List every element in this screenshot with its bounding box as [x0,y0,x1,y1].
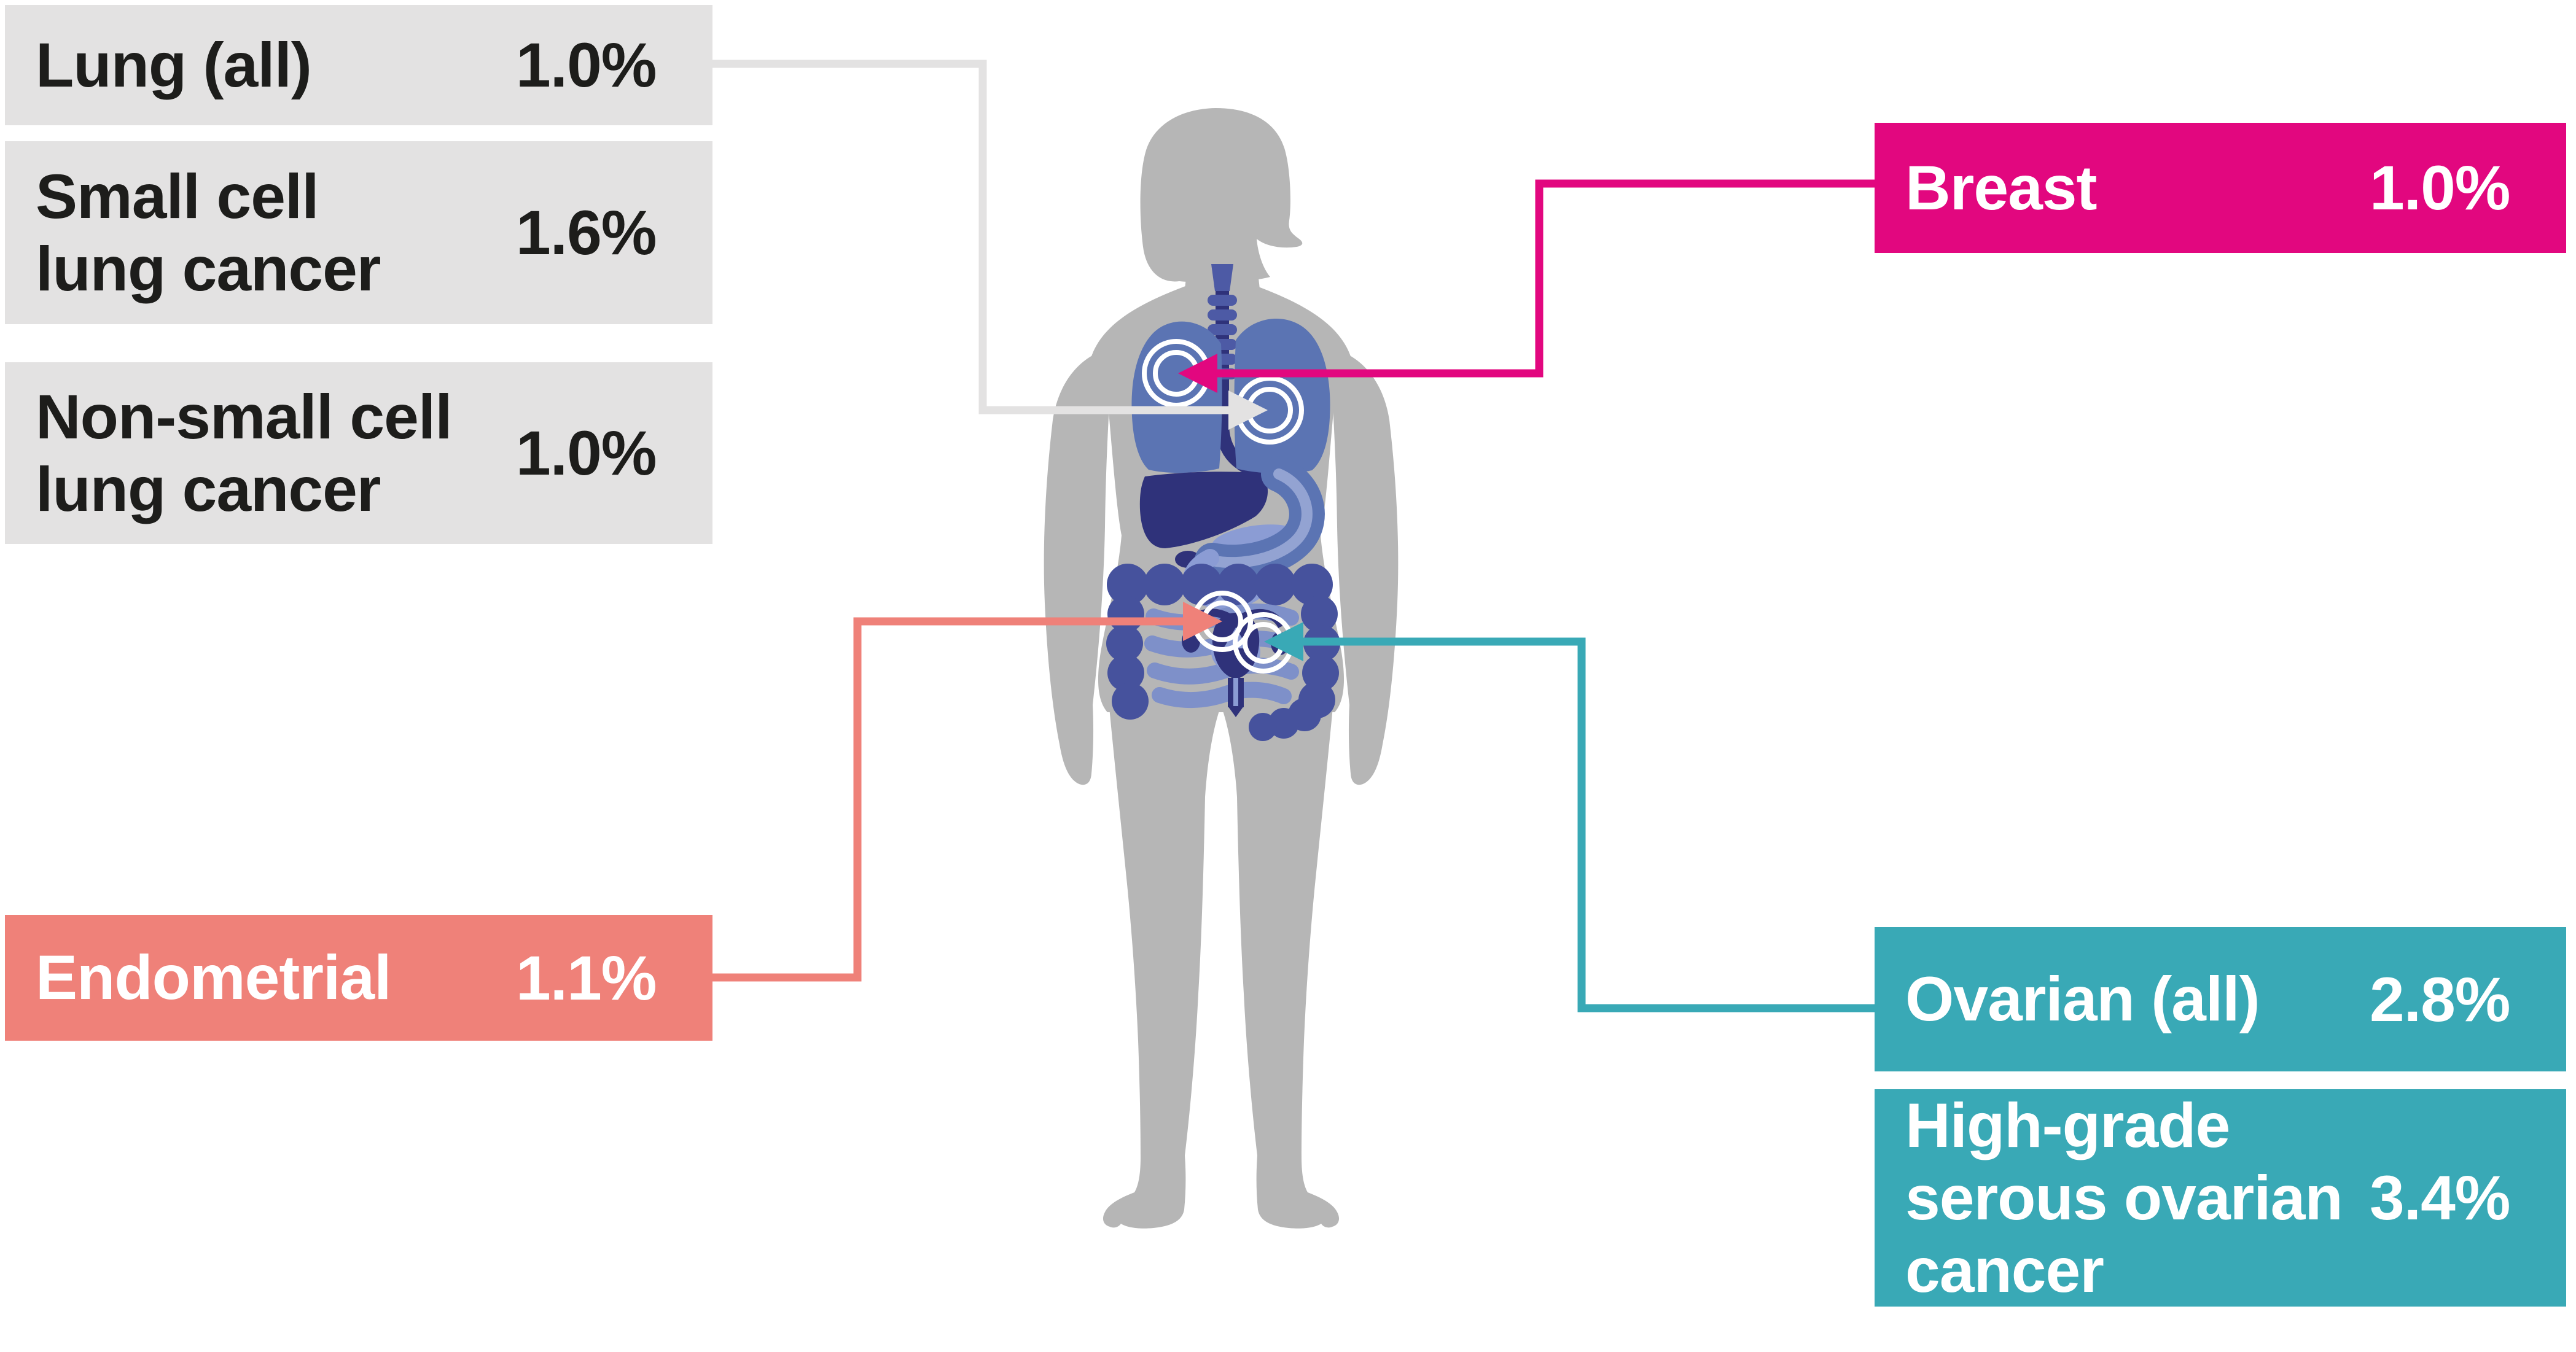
label-text: Breast [1905,152,2098,223]
arrowhead-breast [1178,354,1217,393]
label-box-small-cell-lung-cancer: Small cell lung cancer 1.6% [5,141,712,324]
label-box-endometrial: Endometrial 1.1% [5,915,712,1041]
label-box-ovarian-all: Ovarian (all) 2.8% [1875,927,2566,1071]
stomach-icon [1195,456,1325,581]
label-value: 2.8% [2370,964,2510,1035]
label-value: 1.0% [516,30,657,100]
label-value: 1.0% [2370,153,2510,223]
label-text: Small cell lung cancer [36,161,381,304]
arrowhead-ovarian [1264,622,1303,661]
label-text: Endometrial [36,942,391,1013]
label-box-non-small-cell-lung-cancer: Non-small cell lung cancer 1.0% [5,362,712,544]
left-arm [1044,354,1109,785]
right-leg [1222,655,1340,1229]
arrowhead-endometrial [1183,602,1222,641]
label-value: 1.6% [516,198,657,268]
trachea-icon [1208,264,1237,379]
label-text: Non-small cell lung cancer [36,381,453,524]
connector-breast [1178,179,1875,393]
label-text: Ovarian (all) [1905,964,2260,1035]
hair-icon [1140,108,1303,283]
right-arm [1333,354,1399,785]
connector-lung [712,60,1268,430]
label-value: 3.4% [2370,1163,2510,1233]
connector-endometrial [712,602,1222,982]
arrowhead-lung [1228,390,1268,430]
connector-ovarian [1264,622,1875,1012]
connector-lines [712,60,1875,1012]
label-value: 1.1% [516,942,657,1013]
left-leg [1103,655,1220,1229]
label-box-lung-all: Lung (all) 1.0% [5,5,712,125]
label-box-high-grade-serous-ovarian-cancer: High-grade serous ovarian cancer 3.4% [1875,1089,2566,1307]
label-text: Lung (all) [36,29,312,100]
label-text: High-grade serous ovarian cancer [1905,1090,2343,1306]
label-box-breast: Breast 1.0% [1875,123,2566,253]
label-value: 1.0% [516,418,657,488]
